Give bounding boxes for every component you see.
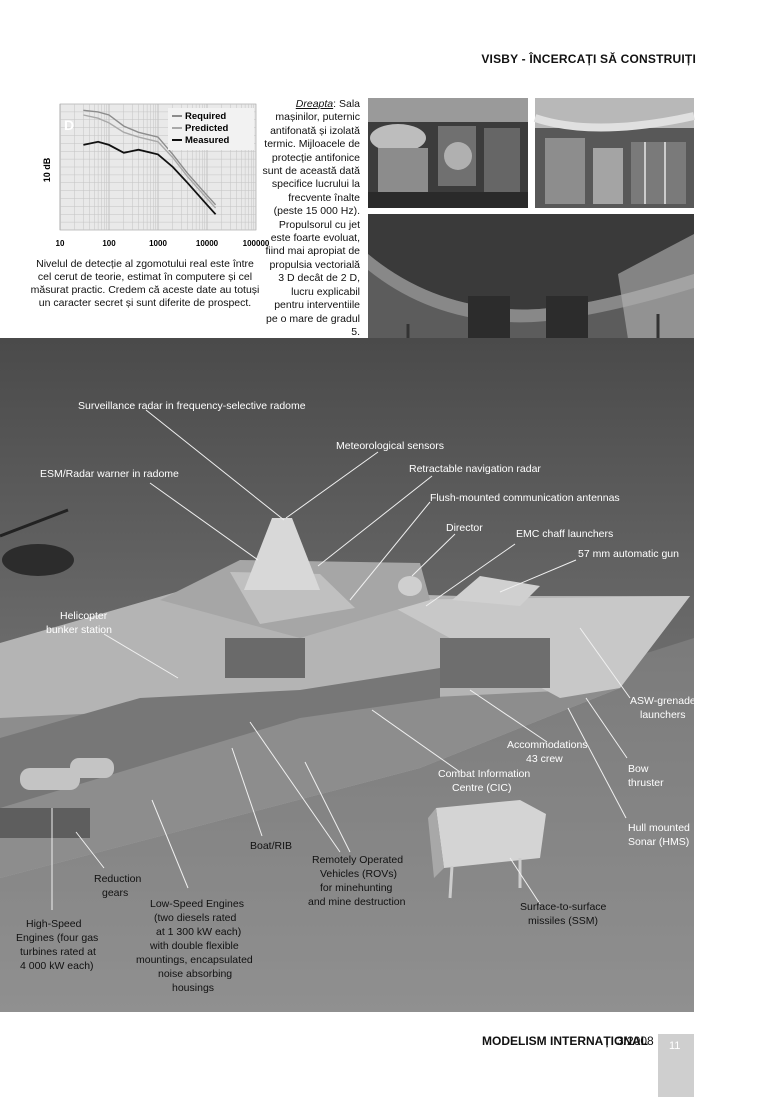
label-helicopter-line1: Helicopter <box>60 610 108 622</box>
label-high-speed-line1: High-Speed <box>26 918 82 930</box>
label-rov-line4: and mine destruction <box>308 896 406 908</box>
label-reduction-line2: gears <box>102 887 129 899</box>
engine-room-photo-right <box>533 98 695 208</box>
engine-room-photo-left <box>368 98 528 208</box>
label-boat-rib: Boat/RIB <box>250 840 293 852</box>
x-tick-label: 1000 <box>149 239 167 248</box>
label-high-speed-line4: 4 000 kW each) <box>20 960 94 972</box>
series-line-required <box>83 109 217 206</box>
x-tick-label: 10000 <box>196 239 219 248</box>
label-low-speed-line1: Low-Speed Engines <box>150 898 244 910</box>
x-tick-label: 100000 <box>243 239 270 248</box>
series-line-measured <box>83 140 217 215</box>
label-rov-line1: Remotely Operated <box>312 854 404 866</box>
label-bow-line2: thruster <box>628 777 664 789</box>
label-navigation-radar: Retractable navigation radar <box>409 463 541 475</box>
label-esm-radar-warner: ESM/Radar warner in radome <box>40 468 179 480</box>
label-high-speed-line2: Engines (four gas <box>16 932 99 944</box>
label-accommodations-line2: 43 crew <box>526 753 563 765</box>
chart-caption: Nivelul de detecție al zgomotului real e… <box>30 258 260 309</box>
label-surveillance-radar: Surveillance radar in frequency-selectiv… <box>78 400 306 412</box>
chart-legend-box <box>168 108 254 150</box>
chart-panel-letter: D <box>64 117 74 133</box>
legend-label-predicted: Predicted <box>185 123 228 134</box>
description-body: : Sala mașinilor, puternic antifonată și… <box>262 98 361 338</box>
label-low-speed-line6: noise absorbing <box>158 968 233 980</box>
label-low-speed-line3: at 1 300 kW each) <box>156 926 242 938</box>
label-asw-line2: launchers <box>640 709 686 721</box>
label-director: Director <box>446 522 483 534</box>
label-reduction-line1: Reduction <box>94 873 142 885</box>
page-header-title: VISBY - ÎNCERCAȚI SĂ CONSTRUIȚI <box>481 52 696 66</box>
label-automatic-gun: 57 mm automatic gun <box>578 548 679 560</box>
label-bow-line1: Bow <box>628 763 649 775</box>
label-low-speed-line2: (two diesels rated <box>154 912 237 924</box>
label-ssm-line2: missiles (SSM) <box>528 915 598 927</box>
label-low-speed-line5: mountings, encapsulated <box>136 954 253 966</box>
engine-room-description: Dreapta: Sala mașinilor, puternic antifo… <box>262 98 361 339</box>
label-communication-antennas: Flush-mounted communication antennas <box>430 492 620 504</box>
noise-chart-svg: 10 100 1000 10000 100000 10 dB D RequiredPredi… <box>42 103 270 248</box>
label-cic-line1: Combat Information <box>438 768 531 780</box>
label-chaff-launchers: EMC chaff launchers <box>516 528 614 540</box>
label-asw-line1: ASW-grenade <box>630 695 696 707</box>
ship-drawing <box>0 409 694 1012</box>
description-lead: Dreapta <box>295 98 334 110</box>
label-sonar-line1: Hull mounted <box>628 822 690 834</box>
legend-label-required: Required <box>185 111 226 122</box>
label-low-speed-line4: with double flexible <box>150 940 239 952</box>
label-rov-line3: for minehunting <box>320 882 393 894</box>
footer-issue: 3/2008 <box>617 1034 654 1048</box>
x-tick-label: 10 <box>56 239 65 248</box>
footer-magazine-name: MODELISM INTERNAȚIONAL <box>482 1034 648 1048</box>
label-ssm-line1: Surface-to-surface <box>520 901 607 913</box>
label-meteorological-sensors: Meteorological sensors <box>336 440 444 452</box>
label-high-speed-line3: turbines rated at <box>20 946 96 958</box>
page-number: 11 <box>669 1040 681 1052</box>
series-line-predicted <box>83 114 217 209</box>
label-accommodations-line1: Accommodations <box>507 739 588 751</box>
legend-label-measured: Measured <box>185 135 230 146</box>
y-axis-label: 10 dB <box>42 157 52 182</box>
label-sonar-line2: Sonar (HMS) <box>628 836 690 848</box>
label-helicopter-line2: bunker station <box>46 624 112 636</box>
visby-ship-cutaway: Surveillance radar in frequency-selectiv… <box>0 338 696 1012</box>
label-rov-line2: Vehicles (ROVs) <box>320 868 398 880</box>
label-cic-line2: Centre (CIC) <box>452 782 512 794</box>
x-tick-label: 100 <box>102 239 116 248</box>
label-low-speed-line7: housings <box>172 982 215 994</box>
page-number-box <box>658 1034 694 1097</box>
